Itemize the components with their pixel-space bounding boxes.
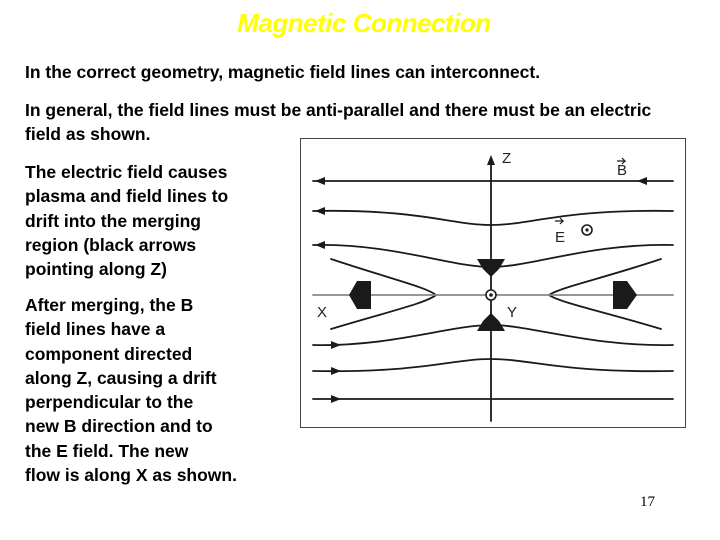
text-line: new B direction and to [25, 416, 213, 437]
text-line: flow is along X as shown. [25, 465, 237, 486]
arrowhead [315, 207, 325, 215]
vector-accent [555, 217, 565, 225]
e-field-dot-icon [585, 228, 589, 232]
text-line: drift into the merging [25, 210, 201, 231]
b-field-label: B [617, 162, 627, 179]
text-line: along Z, causing a drift [25, 367, 217, 388]
text-line: pointing along Z) [25, 259, 167, 280]
z-axis-label: Z [502, 150, 511, 167]
arrowhead [315, 177, 325, 185]
field-line [312, 209, 674, 226]
text-line: plasma and field lines to [25, 186, 229, 207]
vector-accent [617, 157, 627, 165]
text-line: perpendicular to the [25, 392, 194, 413]
arrowhead [331, 367, 341, 375]
text-line: region (black arrows [25, 234, 197, 255]
y-axis-label: Y [507, 304, 517, 321]
intro-line: In the correct geometry, magnetic field … [25, 62, 541, 82]
electric-field-paragraph: The electric field causes plasma and fie… [25, 160, 285, 281]
text-line: field lines have a [25, 319, 166, 340]
reconnection-diagram: Z B E X Y [300, 138, 686, 428]
text-line: the E field. The new [25, 440, 189, 461]
x-axis-label: X [317, 304, 327, 321]
field-line [330, 258, 438, 330]
x-point-icon [489, 293, 493, 297]
diagram-svg: Z B E X Y [312, 150, 674, 422]
slide-title: Magnetic Connection [237, 8, 491, 38]
arrowhead [331, 341, 341, 349]
outflow-arrow [349, 281, 371, 309]
inflow-arrow [477, 313, 505, 331]
outflow-arrow [613, 281, 637, 309]
field-line [547, 258, 662, 330]
e-field-label: E [555, 229, 565, 246]
text-line: The electric field causes [25, 162, 228, 182]
text-line: component directed [25, 343, 193, 364]
page-number: 17 [640, 494, 655, 510]
anti-parallel-paragraph: In general, the field lines must be anti… [25, 100, 652, 144]
arrowhead [487, 155, 495, 165]
arrowhead [315, 241, 325, 249]
arrowhead [637, 177, 647, 185]
after-merging-paragraph: After merging, the B field lines have a … [25, 293, 285, 487]
field-line [312, 358, 674, 373]
e-field-dot-icon [581, 224, 593, 236]
arrowhead [331, 395, 341, 403]
inflow-arrow [477, 259, 505, 277]
text-line: After merging, the B [25, 295, 194, 315]
